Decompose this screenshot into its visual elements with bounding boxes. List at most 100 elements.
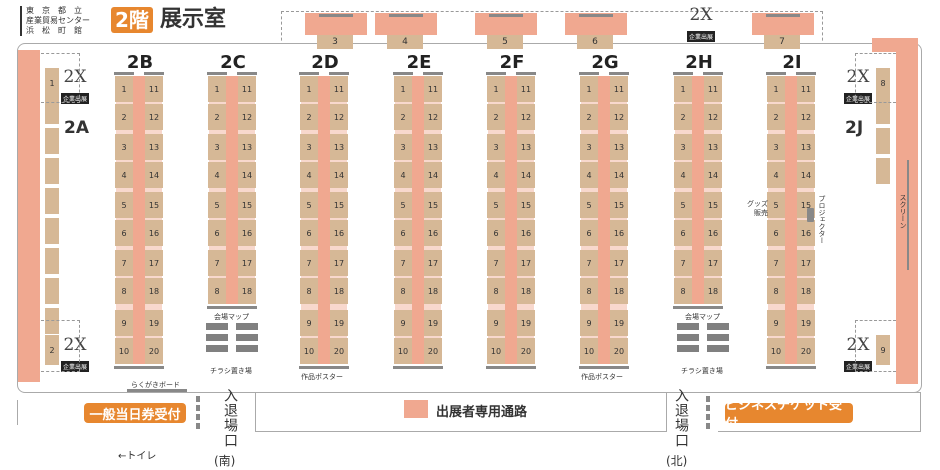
booth-2C-18: 18 <box>238 278 256 304</box>
booth-2B-18: 18 <box>145 278 163 304</box>
entrance-north: 入退場口 <box>673 388 689 448</box>
left-wall-aisle <box>18 50 40 382</box>
top-booth-table <box>489 14 523 17</box>
left-wall-booth-block <box>45 308 59 334</box>
booth-2B-20: 20 <box>145 338 163 364</box>
column-top-table-left <box>393 72 413 75</box>
booth-2D-13: 13 <box>330 134 348 160</box>
booth-2B-14: 14 <box>145 162 163 188</box>
column-bottom-table <box>673 306 723 309</box>
booth-2I-7: 7 <box>767 250 785 276</box>
floor-badge: 2階 <box>111 7 153 33</box>
column-bottom-table <box>393 366 443 369</box>
toilet-label: ←トイレ <box>118 451 157 462</box>
left-wall-dashed-top <box>41 53 80 103</box>
booth-2G-12: 12 <box>610 104 628 130</box>
booth-2H-15: 15 <box>704 192 722 218</box>
booth-2H-11: 11 <box>704 76 722 102</box>
column-bottom-table <box>114 366 164 369</box>
booth-2E-8: 8 <box>394 278 412 304</box>
column-top-table-right <box>516 72 536 75</box>
booth-2D-12: 12 <box>330 104 348 130</box>
booth-2D-8: 8 <box>300 278 318 304</box>
booth-2E-4: 4 <box>394 162 412 188</box>
booth-2E-12: 12 <box>424 104 442 130</box>
booth-2C-4: 4 <box>208 162 226 188</box>
booth-2F-3: 3 <box>487 134 505 160</box>
booth-2D-6: 6 <box>300 220 318 246</box>
booth-2G-15: 15 <box>610 192 628 218</box>
booth-2E-3: 3 <box>394 134 412 160</box>
top-booth-aisle <box>565 13 627 35</box>
column-aisle <box>785 76 797 364</box>
column-bottom-table <box>207 306 257 309</box>
booth-2C-12: 12 <box>238 104 256 130</box>
booth-2I-8: 8 <box>767 278 785 304</box>
booth-2I-1: 1 <box>767 76 785 102</box>
booth-2D-14: 14 <box>330 162 348 188</box>
top-booth-aisle <box>305 13 367 35</box>
booth-2E-7: 7 <box>394 250 412 276</box>
column-top-table-right <box>609 72 629 75</box>
booth-2F-11: 11 <box>517 76 535 102</box>
south-label: (南) <box>214 454 236 468</box>
column-top-table-left <box>299 72 319 75</box>
booth-2I-19: 19 <box>797 310 815 336</box>
flyer-table <box>707 334 729 341</box>
right-wall-dashed-top <box>855 53 896 103</box>
building-line-1: 東 京 都 立 <box>26 6 82 15</box>
booth-2I-5: 5 <box>767 192 785 218</box>
booth-2G-3: 3 <box>580 134 598 160</box>
booth-2D-16: 16 <box>330 220 348 246</box>
column-top-table-right <box>144 72 164 75</box>
booth-2I-2: 2 <box>767 104 785 130</box>
booth-2F-10: 10 <box>487 338 505 364</box>
booth-2E-10: 10 <box>394 338 412 364</box>
booth-2G-10: 10 <box>580 338 598 364</box>
x2-sub-label: 企業出展 <box>843 93 872 104</box>
top-booth-aisle <box>752 13 814 35</box>
booth-2G-13: 13 <box>610 134 628 160</box>
column-top-table-left <box>114 72 134 75</box>
column-label-2C: 2C <box>220 52 246 73</box>
top-booth-4: 4 <box>387 35 423 49</box>
booth-2C-3: 3 <box>208 134 226 160</box>
booth-2F-18: 18 <box>517 278 535 304</box>
booth-2B-16: 16 <box>145 220 163 246</box>
column-aisle <box>133 76 145 364</box>
corridor-center <box>255 392 667 432</box>
top-booth-7: 7 <box>764 35 800 49</box>
room-title: 展示室 <box>160 7 227 32</box>
booth-2B-1: 1 <box>115 76 133 102</box>
booth-2F-1: 1 <box>487 76 505 102</box>
top-booth-table <box>579 14 613 17</box>
booth-2D-1: 1 <box>300 76 318 102</box>
booth-2C-7: 7 <box>208 250 226 276</box>
column-aisle <box>412 76 424 364</box>
flyer-table <box>707 323 729 330</box>
booth-2E-6: 6 <box>394 220 412 246</box>
flyer-area-label-right: チラシ置き場 <box>681 367 723 375</box>
booth-2E-16: 16 <box>424 220 442 246</box>
booth-2B-13: 13 <box>145 134 163 160</box>
booth-2B-6: 6 <box>115 220 133 246</box>
top-booth-aisle <box>475 13 537 35</box>
booth-2G-20: 20 <box>610 338 628 364</box>
flyer-area-label-left: チラシ置き場 <box>210 367 252 375</box>
flyer-table <box>677 334 699 341</box>
top-booth-table <box>389 14 423 17</box>
general-ticket-counter: 一般当日券受付 <box>84 403 186 423</box>
booth-2D-7: 7 <box>300 250 318 276</box>
booth-2F-7: 7 <box>487 250 505 276</box>
booth-2C-5: 5 <box>208 192 226 218</box>
booth-2C-17: 17 <box>238 250 256 276</box>
booth-2H-8: 8 <box>674 278 692 304</box>
booth-2H-12: 12 <box>704 104 722 130</box>
goods-sales-label: グッズ 販売 <box>747 200 768 217</box>
column-top-table-left <box>579 72 599 75</box>
left-wall-booth-1: 1 <box>45 68 59 98</box>
right-wall-aisle-top <box>872 38 918 52</box>
gate-north <box>706 396 714 430</box>
right-wall-booth-9: 9 <box>876 335 890 365</box>
